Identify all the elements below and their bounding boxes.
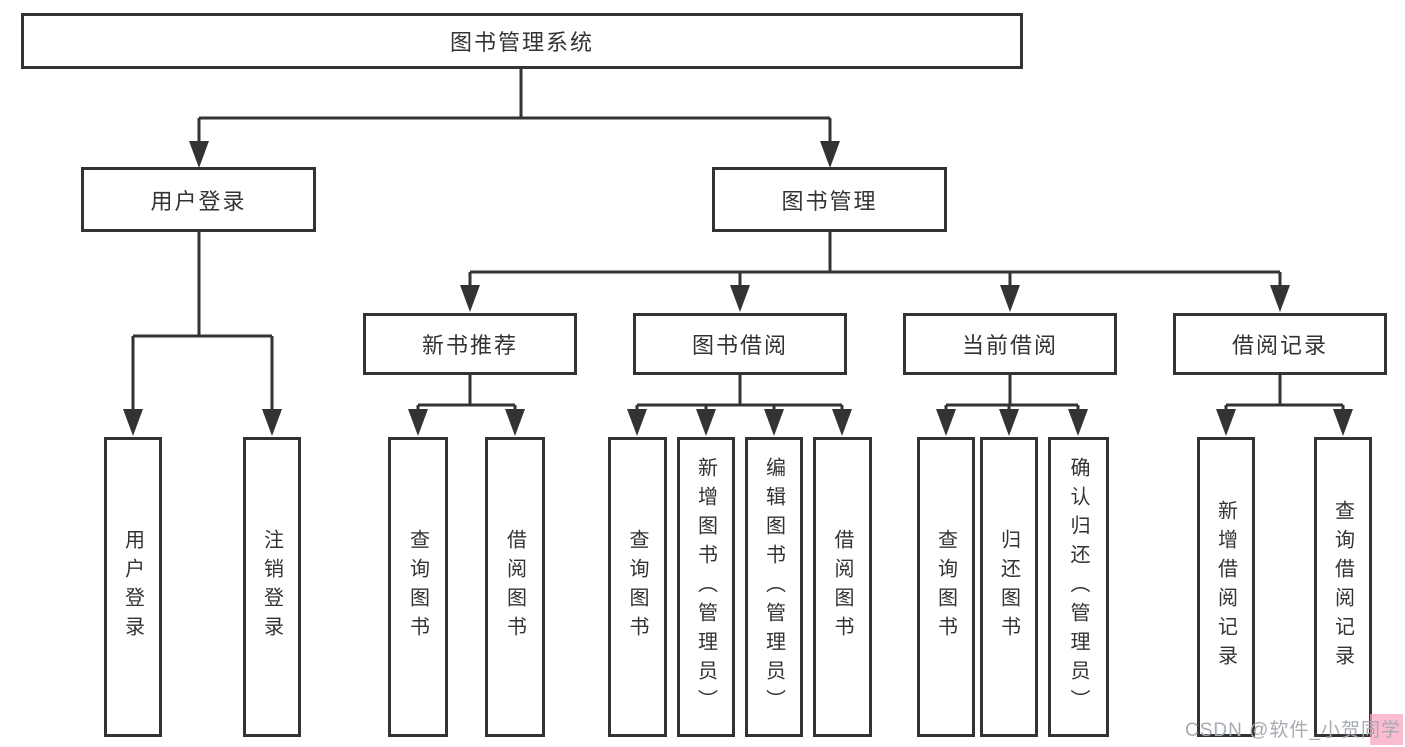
arrowhead-icon <box>820 141 840 168</box>
node-label: 新书推荐 <box>421 333 518 358</box>
arrowhead-icon <box>189 141 209 168</box>
node-borrowing-records: 借阅记录 <box>1173 313 1387 375</box>
node-label: 查询图书 <box>934 529 957 645</box>
arrowhead-icon <box>1216 409 1236 436</box>
node-label: 图书借阅 <box>691 333 788 358</box>
node-leaf-recommend-borrow-books: 借阅图书 <box>485 437 545 737</box>
node-leaf-user-login: 用户登录 <box>104 437 162 737</box>
node-book-borrowing: 图书借阅 <box>633 313 847 375</box>
node-user-login-module: 用户登录 <box>81 167 316 232</box>
node-leaf-borrow-query-books: 查询图书 <box>608 437 667 737</box>
node-new-book-recommendation: 新书推荐 <box>363 313 577 375</box>
node-label: 归还图书 <box>997 529 1020 645</box>
arrowhead-icon <box>1270 285 1290 312</box>
arrowhead-icon <box>123 409 143 436</box>
node-library-management-system: 图书管理系统 <box>21 13 1023 69</box>
arrowhead-icon <box>1000 285 1020 312</box>
node-label: 用户登录 <box>150 188 247 214</box>
node-label: 图书管理 <box>781 188 878 214</box>
node-current-borrowing: 当前借阅 <box>903 313 1117 375</box>
node-label: 新增借阅记录 <box>1214 500 1237 674</box>
node-book-management-module: 图书管理 <box>712 167 947 232</box>
node-leaf-records-query-record: 查询借阅记录 <box>1314 437 1372 737</box>
node-label: 借阅图书 <box>831 529 853 645</box>
arrowhead-icon <box>764 409 784 436</box>
arrowhead-icon <box>1068 409 1088 436</box>
node-leaf-borrow-add-books: 新增图书（管理员） <box>677 437 735 737</box>
node-label: 用户登录 <box>121 529 144 645</box>
node-label: 确认归还（管理员） <box>1067 456 1089 718</box>
arrowhead-icon <box>1333 409 1353 436</box>
node-leaf-logout-login: 注销登录 <box>243 437 301 737</box>
node-label: 新增图书（管理员） <box>694 456 717 718</box>
node-leaf-records-add-record: 新增借阅记录 <box>1197 437 1255 737</box>
arrowhead-icon <box>730 285 750 312</box>
node-leaf-borrow-borrow-books: 借阅图书 <box>813 437 872 737</box>
arrowhead-icon <box>999 409 1019 436</box>
node-label: 查询图书 <box>626 529 648 645</box>
arrowhead-icon <box>262 409 282 436</box>
arrowhead-icon <box>460 285 480 312</box>
node-leaf-current-return-books: 归还图书 <box>980 437 1038 737</box>
node-label: 查询借阅记录 <box>1331 500 1354 674</box>
node-label: 编辑图书（管理员） <box>762 456 785 718</box>
csdn-watermark: CSDN @软件_小贺同学 <box>1185 714 1403 745</box>
node-label: 当前借阅 <box>961 333 1058 358</box>
arrowheads <box>123 141 1353 436</box>
node-label: 注销登录 <box>260 529 283 645</box>
watermark-text: CSDN @软件_小贺同学 <box>1185 720 1401 741</box>
node-label: 借阅图书 <box>503 529 526 645</box>
node-leaf-borrow-edit-books: 编辑图书（管理员） <box>745 437 803 737</box>
node-label: 借阅记录 <box>1231 333 1328 358</box>
arrowhead-icon <box>832 409 852 436</box>
arrowhead-icon <box>936 409 956 436</box>
node-leaf-current-query-books: 查询图书 <box>917 437 975 737</box>
arrowhead-icon <box>696 409 716 436</box>
node-leaf-current-confirm-return: 确认归还（管理员） <box>1048 437 1109 737</box>
node-label: 查询图书 <box>406 529 429 645</box>
node-label: 图书管理系统 <box>449 30 594 55</box>
arrowhead-icon <box>505 409 525 436</box>
arrowhead-icon <box>627 409 647 436</box>
arrowhead-icon <box>408 409 428 436</box>
node-leaf-recommend-query-books: 查询图书 <box>388 437 448 737</box>
